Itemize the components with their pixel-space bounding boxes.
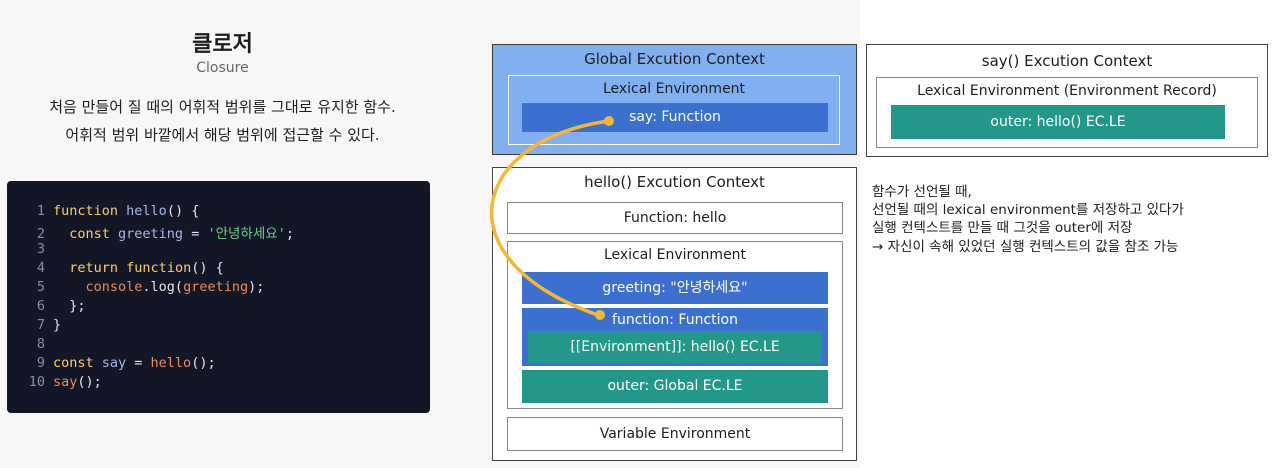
page-subtitle: Closure <box>196 60 249 76</box>
environment-slot: [[Environment]]: hello() EC.LE <box>528 331 822 363</box>
outer-global-entry: outer: Global EC.LE <box>522 370 828 403</box>
code-line-5: 5 console.log(greeting); <box>36 279 265 295</box>
hello-execution-context: hello() Excution Context Function: hello… <box>492 167 857 461</box>
note-line-3: 실행 컨텍스트를 만들 때 그것을 outer에 저장 <box>872 220 1133 236</box>
say-execution-context: say() Excution Context Lexical Environme… <box>866 44 1268 157</box>
code-line-6: 6 }; <box>36 298 86 314</box>
say-lex-title: Lexical Environment (Environment Record) <box>917 83 1217 99</box>
page-title: 클로저 <box>192 32 253 57</box>
hello-lexical-environment: Lexical Environment greeting: "안녕하세요" fu… <box>507 241 843 409</box>
variable-environment-box: Variable Environment <box>507 417 843 451</box>
code-line-2: 2 const greeting = '안녕하세요'; <box>36 226 294 242</box>
global-execution-context: Global Excution Context Lexical Environm… <box>492 44 857 155</box>
code-line-7: 7} <box>36 317 62 333</box>
say-outer-entry: outer: hello() EC.LE <box>891 105 1225 139</box>
function-hello-label: Function: hello <box>623 210 727 226</box>
function-hello-box: Function: hello <box>507 202 843 234</box>
note-line-2: 선언될 때의 lexical environment를 저장하고 있다가 <box>872 202 1184 218</box>
arrow-path <box>489 119 610 317</box>
function-entry: function: Function [[Environment]]: hell… <box>522 308 828 366</box>
description-line-1: 처음 만들어 질 때의 어휘적 범위를 그대로 유지한 함수. <box>49 98 396 116</box>
hello-lex-title: Lexical Environment <box>603 247 747 263</box>
description-line-2: 어휘적 범위 바깥에서 해당 범위에 접근할 수 있다. <box>65 126 380 144</box>
say-ec-title: say() Excution Context <box>981 52 1153 70</box>
hello-ec-title: hello() Excution Context <box>584 173 765 191</box>
function-entry-label: function: Function <box>612 312 738 328</box>
code-line-4: 4 return function() { <box>36 260 224 276</box>
code-line-8: 8 <box>36 336 45 352</box>
arrow-start-dot <box>604 116 614 126</box>
code-line-3: 3 <box>36 241 45 257</box>
note-line-1: 함수가 선언될 때, <box>872 184 972 200</box>
note-line-4: → 자신이 속해 있었던 실행 컨텍스트의 값을 참조 가능 <box>872 239 1179 255</box>
global-ec-title: Global Excution Context <box>584 50 765 68</box>
global-lex-title: Lexical Environment <box>602 81 746 97</box>
arrow-end-dot <box>595 310 605 320</box>
variable-environment-label: Variable Environment <box>599 426 751 442</box>
say-lexical-environment: Lexical Environment (Environment Record)… <box>876 77 1258 148</box>
greeting-entry: greeting: "안녕하세요" <box>522 272 828 304</box>
